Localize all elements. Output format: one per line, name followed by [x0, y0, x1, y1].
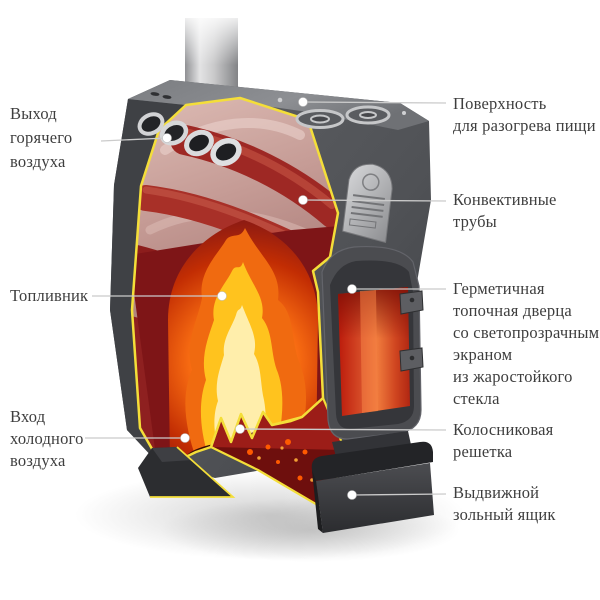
label-ash-box: Выдвижной зольный ящик — [453, 482, 600, 526]
label-line: со светопрозрачным — [453, 323, 600, 342]
label-line: трубы — [453, 212, 497, 231]
leader-cooking-surface — [302, 101, 447, 104]
leader-grate — [239, 428, 447, 431]
label-line: Герметичная — [453, 279, 545, 298]
door-hinges — [399, 290, 424, 372]
label-line: решетка — [453, 442, 513, 461]
leader-hot-air-outlet — [100, 137, 168, 142]
bolt — [402, 111, 406, 115]
body-left-rim — [110, 99, 186, 468]
label-line: Поверхность — [453, 94, 547, 113]
bolt — [277, 97, 283, 103]
ash-drawer — [311, 441, 434, 533]
callout-dot-hot-air-outlet — [162, 133, 172, 143]
base — [138, 431, 434, 533]
label-line: воздуха — [10, 451, 66, 470]
callout-dot-cold-air-inlet — [180, 433, 190, 443]
callout-dot-firebox — [217, 291, 227, 301]
label-line: воздуха — [10, 152, 66, 171]
top-corner-vents — [150, 92, 172, 99]
label-line: зольный ящик — [453, 505, 556, 524]
label-line: Конвективные — [453, 190, 557, 209]
leader-ash-box — [351, 493, 447, 496]
callout-dot-convection-tubes — [298, 195, 308, 205]
label-line: топочная дверца — [453, 301, 572, 320]
label-line: Колосниковая — [453, 420, 554, 439]
label-cooking-surface: Поверхность для разогрева пищи — [453, 93, 600, 137]
label-line: холодного — [10, 429, 84, 448]
label-line: горячего — [10, 128, 73, 147]
label-line: экраном — [453, 345, 513, 364]
callout-dot-cooking-surface — [298, 97, 308, 107]
leader-lines — [85, 101, 447, 496]
callout-dots — [162, 97, 357, 500]
label-convection-tubes: Конвективные трубы — [453, 189, 600, 233]
label-grate: Колосниковая решетка — [453, 419, 600, 463]
flames — [185, 228, 307, 458]
label-line: Топливник — [10, 286, 89, 305]
label-firebox: Топливник — [10, 285, 160, 307]
label-hot-air-outlet: Выход горячего воздуха — [10, 102, 160, 174]
callout-dot-ash-box — [347, 490, 357, 500]
label-line: из жаростойкого — [453, 367, 573, 386]
nameplate — [342, 163, 393, 244]
label-sealed-door: Герметичная топочная дверца со светопроз… — [453, 278, 600, 410]
label-line: Вход — [10, 407, 46, 426]
callout-dot-sealed-door — [347, 284, 357, 294]
label-line: Выдвижной — [453, 483, 540, 502]
label-line: для разогрева пищи — [453, 116, 596, 135]
leader-convection-tubes — [302, 199, 447, 202]
label-line: Выход — [10, 104, 57, 123]
fire-door — [321, 245, 424, 440]
label-line: стекла — [453, 389, 500, 408]
callout-dot-grate — [235, 424, 245, 434]
cut-outline — [130, 96, 340, 470]
label-cold-air-inlet: Вход холодного воздуха — [10, 406, 160, 472]
cooking-plates — [277, 97, 406, 129]
